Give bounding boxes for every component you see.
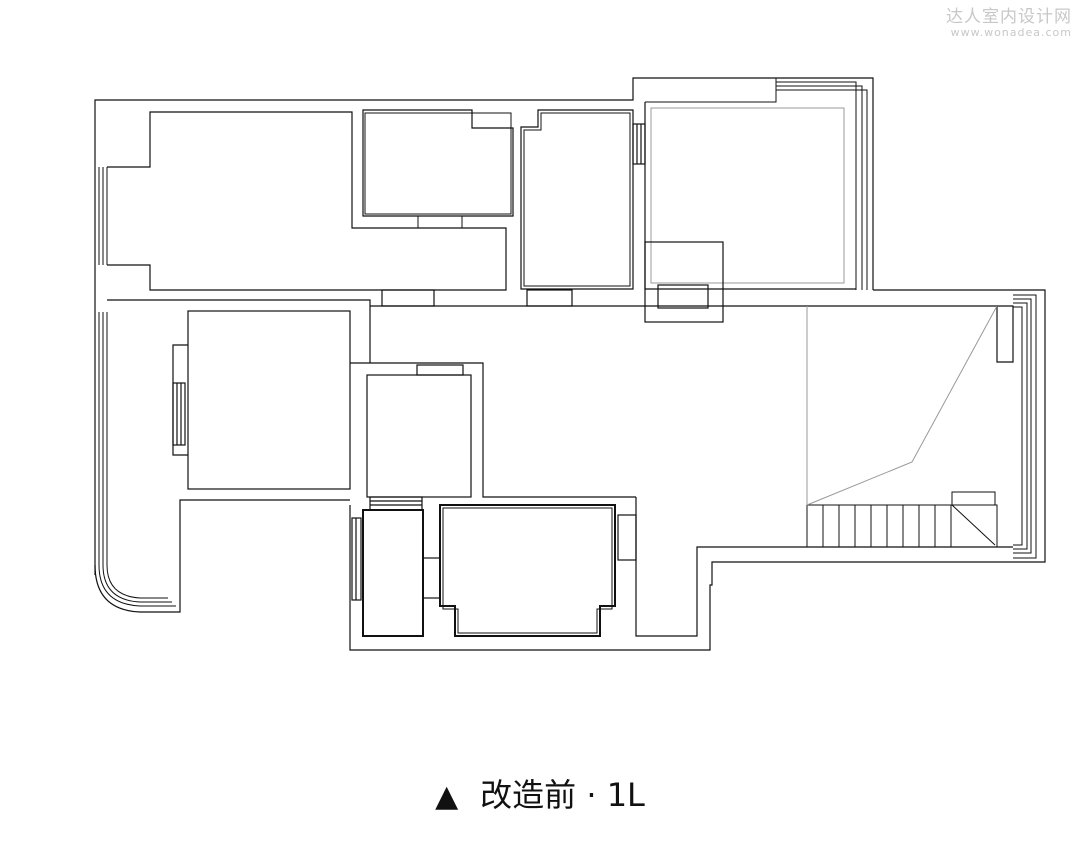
watermark-brand: 达人室内设计网	[946, 7, 1072, 27]
staircase	[806, 305, 998, 548]
watermark-url: www.wonadea.com	[950, 26, 1072, 39]
plan-title: 改造前 · 1L	[480, 776, 645, 814]
balcony-rails	[98, 78, 1037, 607]
plan-caption: ▲ 改造前 · 1L	[0, 770, 1080, 816]
triangle-marker-icon: ▲	[435, 779, 459, 814]
rooms	[107, 102, 1014, 637]
exterior-walls	[94, 77, 1046, 651]
